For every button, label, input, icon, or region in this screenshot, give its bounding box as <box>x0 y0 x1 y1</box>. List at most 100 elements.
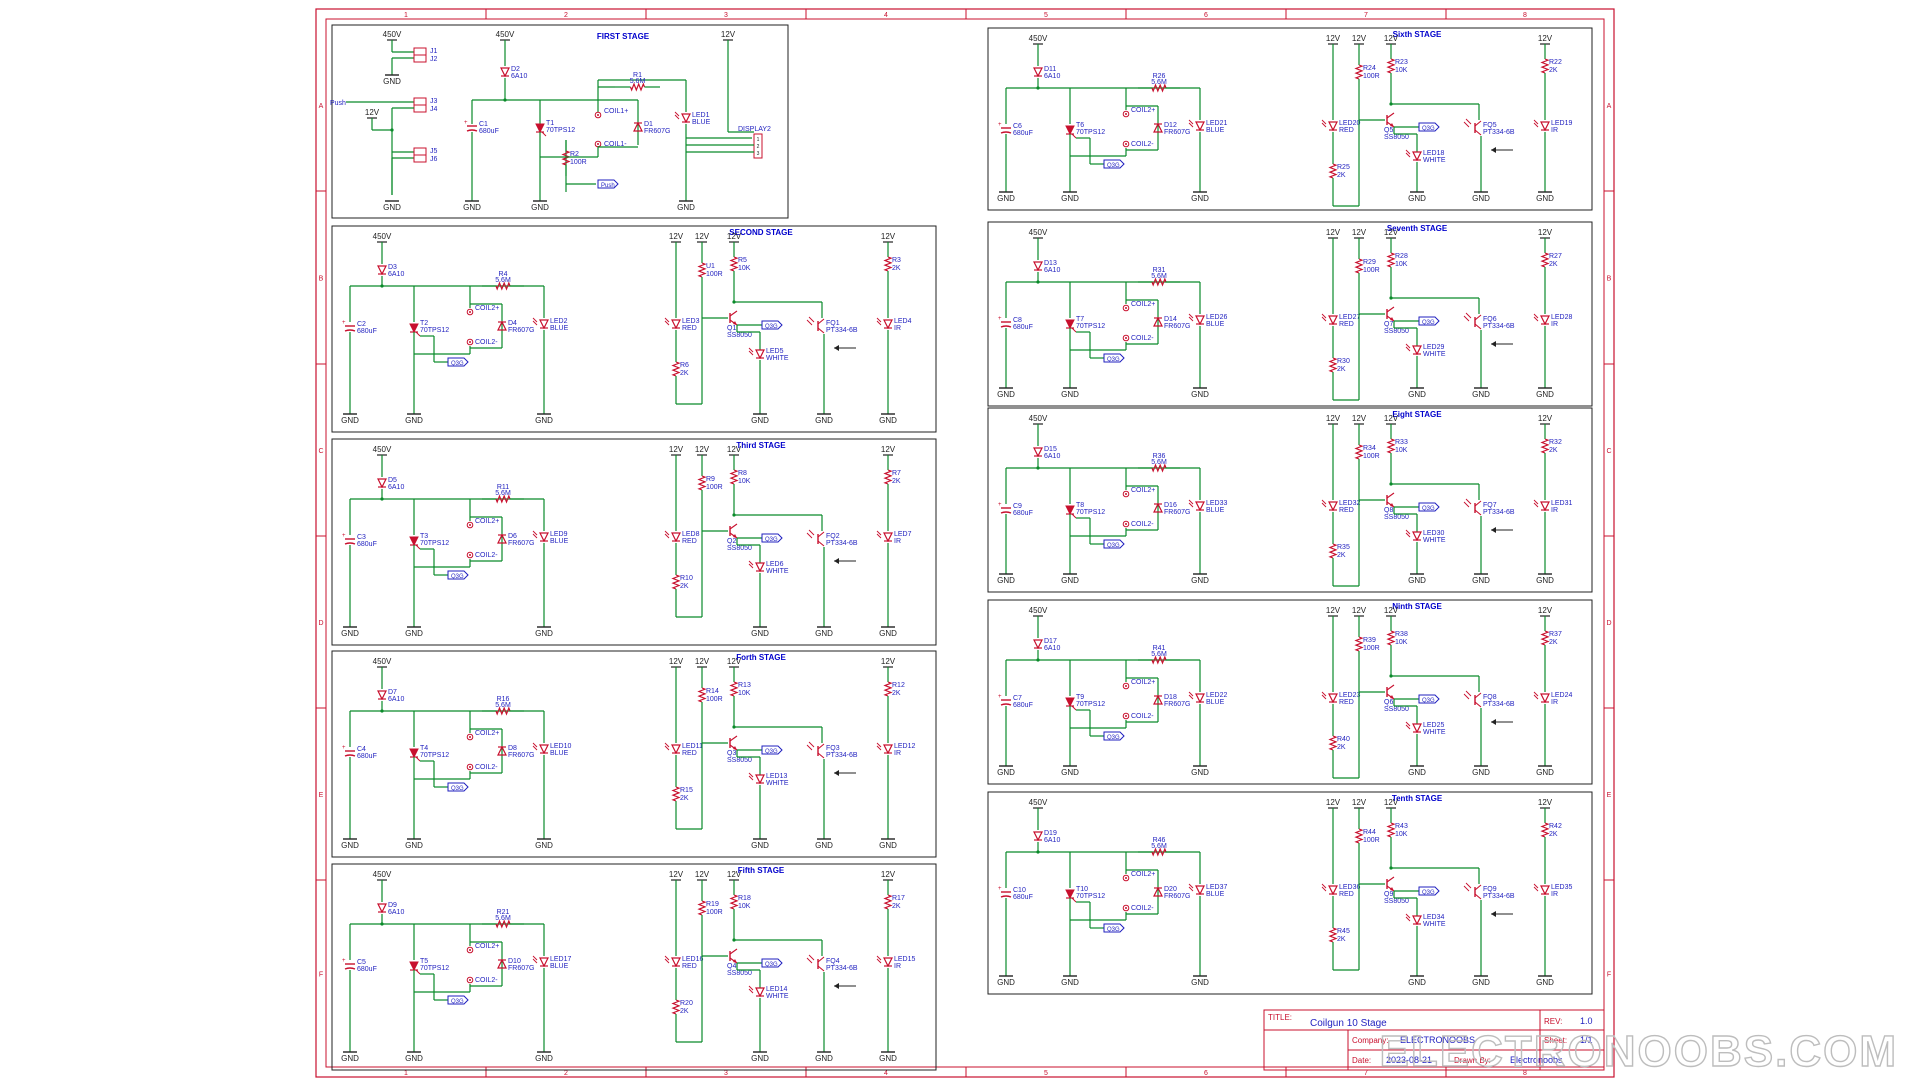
value-label: 680uF <box>1013 510 1033 517</box>
ref-label: Q9 <box>1384 891 1393 898</box>
resistor-zigzag <box>671 361 681 377</box>
cap-plate-curved <box>344 329 356 332</box>
led-ray <box>748 985 754 991</box>
gnd-symbol: GND <box>997 573 1015 585</box>
net-flag-label: Q3G <box>451 786 464 792</box>
zone-row-label: E <box>1607 792 1612 799</box>
value-label: FR607G <box>1164 509 1190 516</box>
value-label: PT334-6B <box>826 752 858 759</box>
resistor-zigzag <box>697 262 707 278</box>
pt-collector <box>1474 314 1482 321</box>
gnd-label: GND <box>383 203 401 212</box>
ref-label: R8 <box>738 470 747 477</box>
ref-label: R16 <box>497 696 510 703</box>
power-rail: 12V <box>1326 228 1341 239</box>
gnd-label: GND <box>1061 390 1079 399</box>
coil-label: COIL2- <box>1131 335 1154 342</box>
gnd-label: GND <box>535 416 553 425</box>
value-label: FR607G <box>508 752 534 759</box>
power-rail: 12V <box>1538 34 1553 45</box>
value-label: 10K <box>1395 831 1408 838</box>
rail-label: 12V <box>721 30 736 39</box>
ref-label: LED13 <box>766 773 788 780</box>
ir-arrow-icon <box>834 558 856 564</box>
resistor-zigzag <box>1540 252 1550 268</box>
net-flag: Q3G <box>1418 122 1440 132</box>
led-triangle <box>1540 121 1550 132</box>
coil-label: COIL2- <box>475 339 498 346</box>
rail-label: 12V <box>881 870 896 879</box>
led-triangle <box>681 113 691 124</box>
value-label: RED <box>682 538 697 545</box>
diode-triangle <box>377 265 387 276</box>
ref-label: R36 <box>1153 453 1166 460</box>
value-label: 70TPS12 <box>420 752 449 759</box>
gnd-symbol: GND <box>751 838 769 850</box>
value-label: WHITE <box>1423 157 1446 164</box>
outer-border <box>315 8 1615 1078</box>
diode-triangle <box>1033 639 1043 650</box>
value-label: PT334-6B <box>1483 701 1515 708</box>
led-triangle <box>1328 501 1338 512</box>
scr-gate <box>541 131 547 137</box>
stage-box <box>331 225 937 433</box>
rail-label: 12V <box>1326 228 1341 237</box>
resistor-zigzag <box>1386 438 1396 454</box>
led-ray <box>1533 313 1539 319</box>
led-ray <box>748 772 754 778</box>
led-triangle <box>1195 501 1205 512</box>
resistor-zigzag <box>561 150 571 166</box>
resistor-zigzag <box>671 574 681 590</box>
junction-dot <box>1036 466 1040 470</box>
sheet-label: Sheet: <box>1544 1036 1567 1045</box>
power-rail: 12V <box>727 870 742 881</box>
rail-label: 12V <box>1538 228 1553 237</box>
coil-pad-center <box>1125 523 1127 525</box>
gnd-symbol: GND <box>383 200 401 212</box>
net-flag-shape <box>1418 122 1440 132</box>
value-label: IR <box>1551 699 1558 706</box>
gnd-symbol: GND <box>1408 765 1426 777</box>
stage-5: Fifth STAGE450VD96A10+C5680uFGNDT570TPS1… <box>331 863 937 1071</box>
led-triangle <box>1412 915 1422 926</box>
cap-plus: + <box>342 745 346 751</box>
ref-label: T9 <box>1076 694 1084 701</box>
ref-label: LED9 <box>550 531 568 538</box>
pt-ray <box>808 316 815 323</box>
coil-pad-plus <box>466 521 474 529</box>
date-label: Date: <box>1352 1056 1371 1065</box>
ref-label: R41 <box>1153 645 1166 652</box>
value-label: SS8050 <box>1384 134 1409 141</box>
diode-triangle <box>1153 502 1163 513</box>
net-flag-shape <box>761 745 783 755</box>
junction-dot <box>1036 658 1040 662</box>
gnd-label: GND <box>341 416 359 425</box>
resistor-zigzag <box>883 256 893 272</box>
value-label: 5.6M <box>495 915 511 922</box>
stage-box <box>331 650 937 858</box>
led-triangle <box>1540 693 1550 704</box>
coil-pad-center <box>1125 715 1127 717</box>
net-flag-shape <box>1103 731 1125 741</box>
ref-label: Q6 <box>1384 699 1393 706</box>
led-ray <box>1533 316 1539 322</box>
value-label: WHITE <box>766 355 789 362</box>
net-flag-label: Q3G <box>1107 357 1120 363</box>
ref-label: LED14 <box>766 986 788 993</box>
value-label: PT334-6B <box>826 965 858 972</box>
coil-label: COIL2- <box>1131 521 1154 528</box>
ref-label: R33 <box>1395 439 1408 446</box>
